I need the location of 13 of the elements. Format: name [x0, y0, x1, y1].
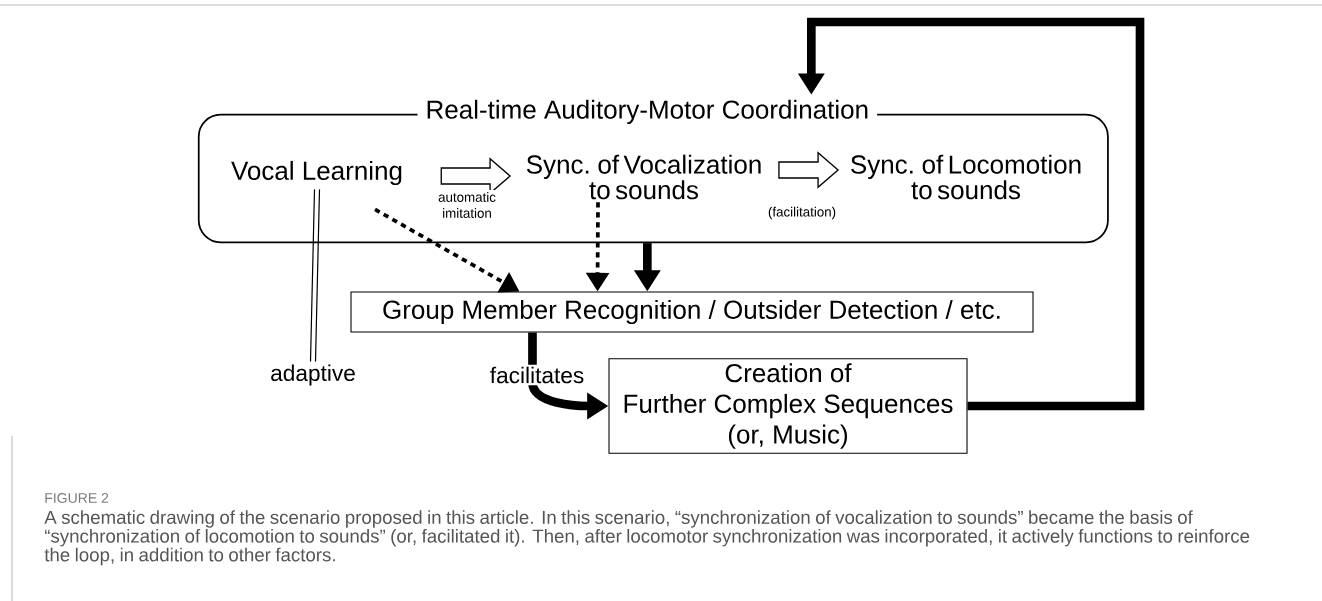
caption: A schematic drawing of the scenario proposed in this article. In this scenario, “synchronization of vocalization to sounds” became the basis of “synchronization of locomotion to sounds” (or, facilitated it). Then, after locomotor synchronization was incorporated, it actively functions to reinforce the loop, in addition to other factors. [44, 510, 1250, 566]
double-line [309, 188, 321, 363]
concept-label: Vocal Learning [231, 160, 402, 186]
process-box: Group Member Recognition / Outsider Detection / etc. [350, 291, 1034, 333]
edge-label: (facilitation) [768, 206, 836, 220]
process-box: Creation of Further Complex Sequences (or, Music) [608, 358, 968, 454]
concept-label: Sync. of Locomotion to sounds [851, 154, 1081, 200]
edge-label: facilitates [490, 366, 584, 384]
block-arrow [778, 151, 840, 189]
figure-label: FIGURE 2 [45, 493, 109, 503]
concept-label: Sync. of Vocalization to sounds [526, 154, 761, 200]
concept-label: adaptive [271, 364, 355, 386]
edge-label: automatic imitation [438, 192, 496, 218]
